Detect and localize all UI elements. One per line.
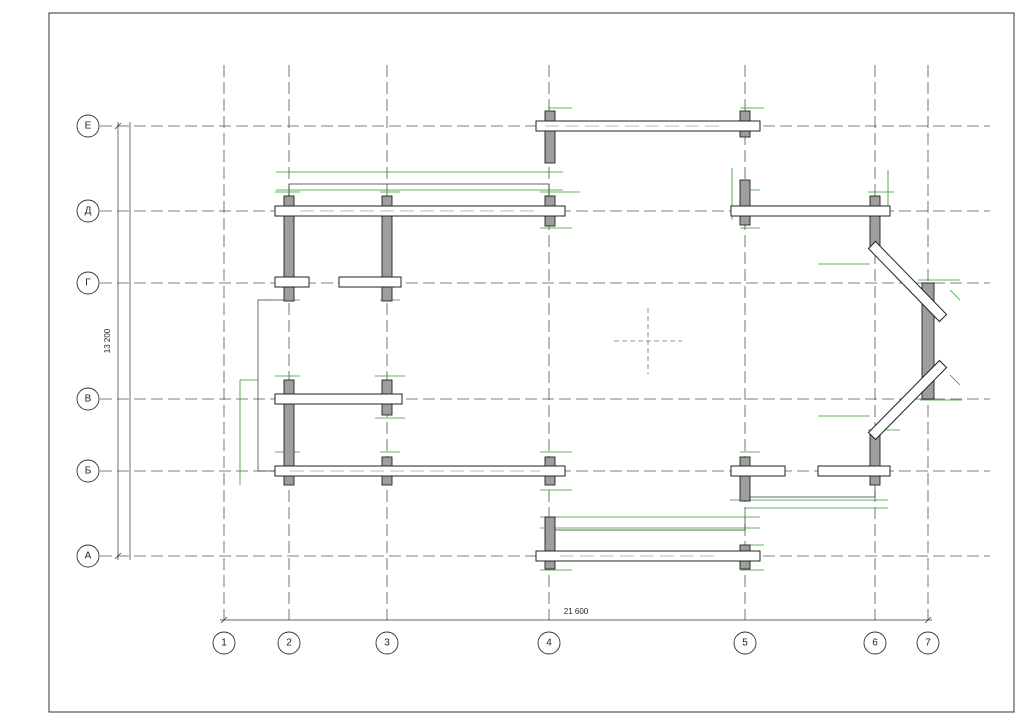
column-label: 6 (872, 638, 878, 649)
row-bubble (76, 114, 100, 138)
dimension-lines (114, 122, 932, 624)
diagonal-beam (867, 359, 948, 441)
diagonal-beam (867, 240, 948, 323)
column-post (283, 195, 295, 302)
column-label: 4 (546, 638, 552, 649)
timber-beam (274, 276, 310, 288)
inner-dim-line (257, 299, 289, 472)
row-label: Г (85, 278, 91, 289)
dim-tick (114, 122, 122, 130)
column-bubble (863, 631, 887, 655)
column-label: 7 (925, 638, 931, 649)
row-label: Д (85, 206, 92, 217)
column-bubble (277, 631, 301, 655)
beam-structure (274, 110, 948, 570)
dim-tick (924, 616, 932, 624)
axis-bubbles: 1 2 3 4 5 6 7 Е Д Г В Б А (76, 114, 940, 655)
column-post (869, 195, 881, 247)
column-bubble (375, 631, 399, 655)
sheet-frame (48, 12, 1015, 713)
dim-tick (220, 616, 228, 624)
timber-beam (817, 465, 891, 477)
column-label: 3 (384, 638, 390, 649)
row-bubble (76, 387, 100, 411)
timber-beam (730, 465, 786, 477)
row-label: В (85, 394, 92, 405)
column-bubble (733, 631, 757, 655)
column-label: 1 (221, 638, 227, 649)
row-bubble (76, 459, 100, 483)
overall-width-dimension: 21 600 (564, 607, 589, 616)
column-bubble (537, 631, 561, 655)
timber-beam (730, 205, 891, 217)
column-label: 5 (742, 638, 748, 649)
row-label: Е (85, 121, 92, 132)
green-annotation-line (949, 374, 961, 386)
dim-tick (114, 552, 122, 560)
timber-beam (338, 276, 402, 288)
column-post (739, 179, 751, 226)
column-post (283, 379, 295, 486)
inner-dim-line (744, 480, 876, 498)
column-post (544, 516, 556, 570)
column-label: 2 (286, 638, 292, 649)
overall-height-dimension: 13 200 (103, 328, 112, 353)
column-post (544, 110, 556, 164)
row-bubble (76, 199, 100, 223)
row-bubble (76, 544, 100, 568)
row-bubble (76, 271, 100, 295)
row-label: Б (85, 466, 92, 477)
green-annotations (239, 107, 962, 571)
timber-beam (274, 393, 403, 405)
inner-dim-line (288, 183, 550, 197)
column-bubble (916, 631, 940, 655)
column-bubble (212, 631, 236, 655)
row-label: А (85, 551, 92, 562)
column-post (739, 456, 751, 502)
column-post (381, 195, 393, 302)
center-mark (614, 308, 682, 374)
green-annotation-line (949, 289, 961, 301)
